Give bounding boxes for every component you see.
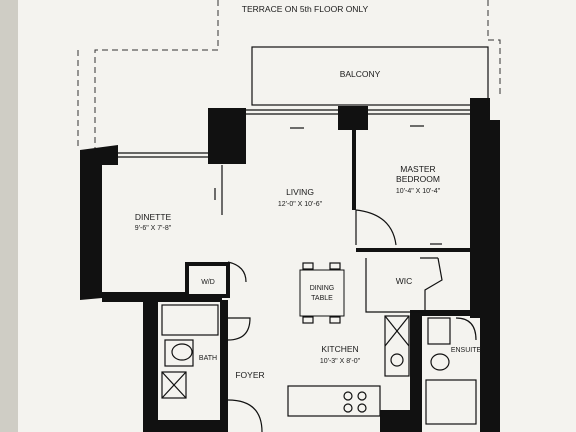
master-dims: 10'-4" X 10'-4" (396, 188, 441, 195)
wic-label: WIC (396, 276, 413, 286)
kitchen-dims: 10'-3" X 8'-0" (320, 358, 361, 365)
bath-label: BATH (199, 355, 217, 362)
dining-label-2: TABLE (311, 295, 333, 302)
master-label-1: MASTER (400, 164, 435, 174)
window-markers (214, 125, 442, 245)
terrace-outline (77, 0, 501, 150)
walls (80, 98, 500, 432)
foyer-label: FOYER (235, 370, 264, 380)
foyer-door (227, 399, 263, 432)
wd-label: W/D (201, 279, 215, 286)
dining-label-1: DINING (310, 285, 335, 292)
kitchen-label: KITCHEN (321, 344, 358, 354)
dining-table (299, 262, 345, 324)
living-label: LIVING (286, 187, 314, 197)
living-dims: 12'-0" X 10'-6" (278, 201, 323, 208)
dinette-dims: 9'-6" X 7'-8" (135, 225, 172, 232)
wd-closet (185, 261, 247, 298)
paper-shadow (0, 0, 18, 432)
ensuite-fixtures (425, 317, 477, 425)
wic-room (365, 257, 443, 313)
bath-fixtures (161, 304, 219, 399)
balcony-outline (251, 46, 489, 106)
bath-door (227, 317, 251, 341)
master-door (355, 209, 397, 246)
terrace-note: TERRACE ON 5th FLOOR ONLY (242, 4, 369, 14)
balcony-label: BALCONY (340, 69, 381, 79)
ensuite-label: ENSUITE (451, 347, 482, 354)
master-label-2: BEDROOM (396, 174, 440, 184)
kitchen-fixtures (287, 315, 410, 417)
dinette-label: DINETTE (135, 212, 172, 222)
